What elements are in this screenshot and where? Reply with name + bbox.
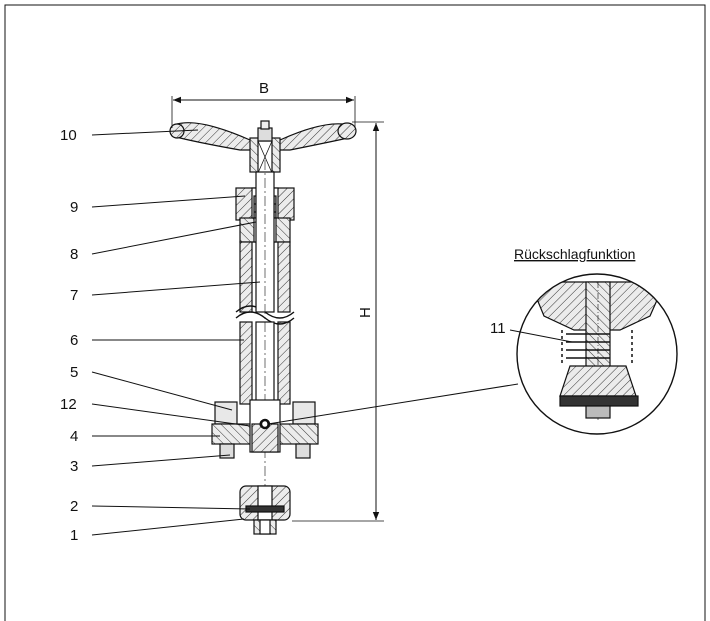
dimension-h: H bbox=[292, 121, 384, 522]
callout-6: 6 bbox=[70, 332, 78, 349]
detail-callout-11: 11 bbox=[490, 320, 506, 337]
dimension-b-label: B bbox=[259, 80, 269, 97]
dimension-h-label: H bbox=[357, 307, 374, 318]
detail-view: Rückschlagfunktion 11 bbox=[490, 246, 678, 435]
detail-title: Rückschlagfunktion bbox=[514, 246, 635, 262]
callout-1: 1 bbox=[70, 527, 78, 544]
handwheel bbox=[169, 120, 357, 174]
valve-seat-connector bbox=[239, 485, 291, 535]
detail-callout-line bbox=[509, 329, 573, 343]
dimension-b: B bbox=[171, 80, 356, 128]
frame-border bbox=[4, 4, 706, 621]
callout-8: 8 bbox=[70, 246, 78, 263]
callout-5: 5 bbox=[70, 364, 78, 381]
callout-3: 3 bbox=[70, 458, 78, 475]
callout-9: 9 bbox=[70, 199, 78, 216]
callout-4: 4 bbox=[70, 428, 78, 445]
callout-12: 12 bbox=[60, 396, 77, 413]
detail-leader bbox=[267, 383, 519, 425]
extension-tube bbox=[235, 160, 295, 520]
callout-2: 2 bbox=[70, 498, 78, 515]
body-flange bbox=[211, 399, 319, 459]
callouts: 10 9 8 7 6 5 12 4 3 2 1 bbox=[60, 127, 261, 544]
callout-7: 7 bbox=[70, 287, 78, 304]
callout-10: 10 bbox=[60, 127, 77, 144]
